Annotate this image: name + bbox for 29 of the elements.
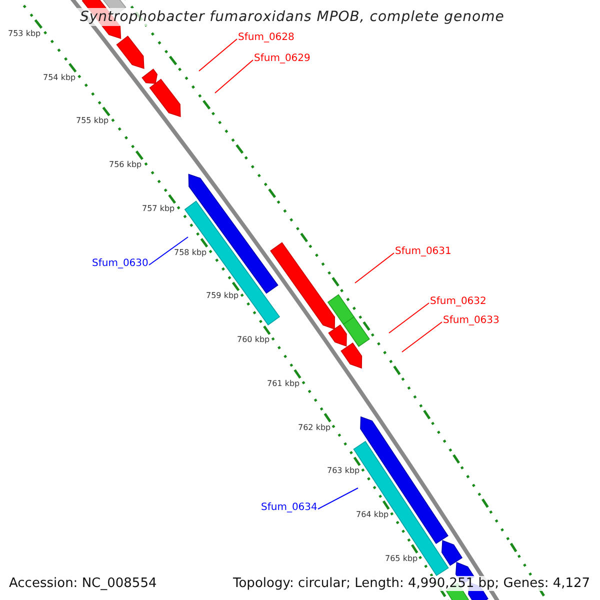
gene-label: Sfum_0634 <box>261 503 318 513</box>
leader-line <box>388 302 430 334</box>
tick-label: 756 kbp <box>109 161 142 169</box>
gene-label: Sfum_0633 <box>443 316 500 326</box>
tick-label: 763 kbp <box>327 467 360 475</box>
tick-label: 755 kbp <box>76 117 109 125</box>
tick-label: 761 kbp <box>267 380 300 388</box>
leader-line <box>214 60 254 94</box>
gene-label: Sfum_0629 <box>254 54 310 64</box>
gene-label: Sfum_0630 <box>92 259 148 269</box>
leader-line <box>402 322 442 352</box>
gene-label: Sfum_0632 <box>430 297 486 307</box>
tick-label: 764 kbp <box>356 511 389 519</box>
tick-label: 757 kbp <box>142 205 175 213</box>
tick-label: 760 kbp <box>237 336 270 344</box>
tick-label: 753 kbp <box>8 30 41 38</box>
tick-label: 762 kbp <box>298 424 331 432</box>
leader-line <box>318 488 358 510</box>
gene-label: Sfum_0631 <box>395 247 452 257</box>
tick-label: 759 kbp <box>206 292 239 300</box>
gene-label: Sfum_0628 <box>238 33 294 43</box>
tick-label: 754 kbp <box>43 74 76 82</box>
leader-line <box>148 236 188 266</box>
leader-line <box>198 38 238 72</box>
leader-line <box>354 252 394 284</box>
tick-label: 758 kbp <box>174 249 207 257</box>
accession-text: Accession: NC_008554 <box>9 576 157 591</box>
genome-info-text: Topology: circular; Length: 4,990,251 bp; Genes: 4,127 <box>233 576 590 591</box>
tick-label: 765 kbp <box>385 555 418 563</box>
